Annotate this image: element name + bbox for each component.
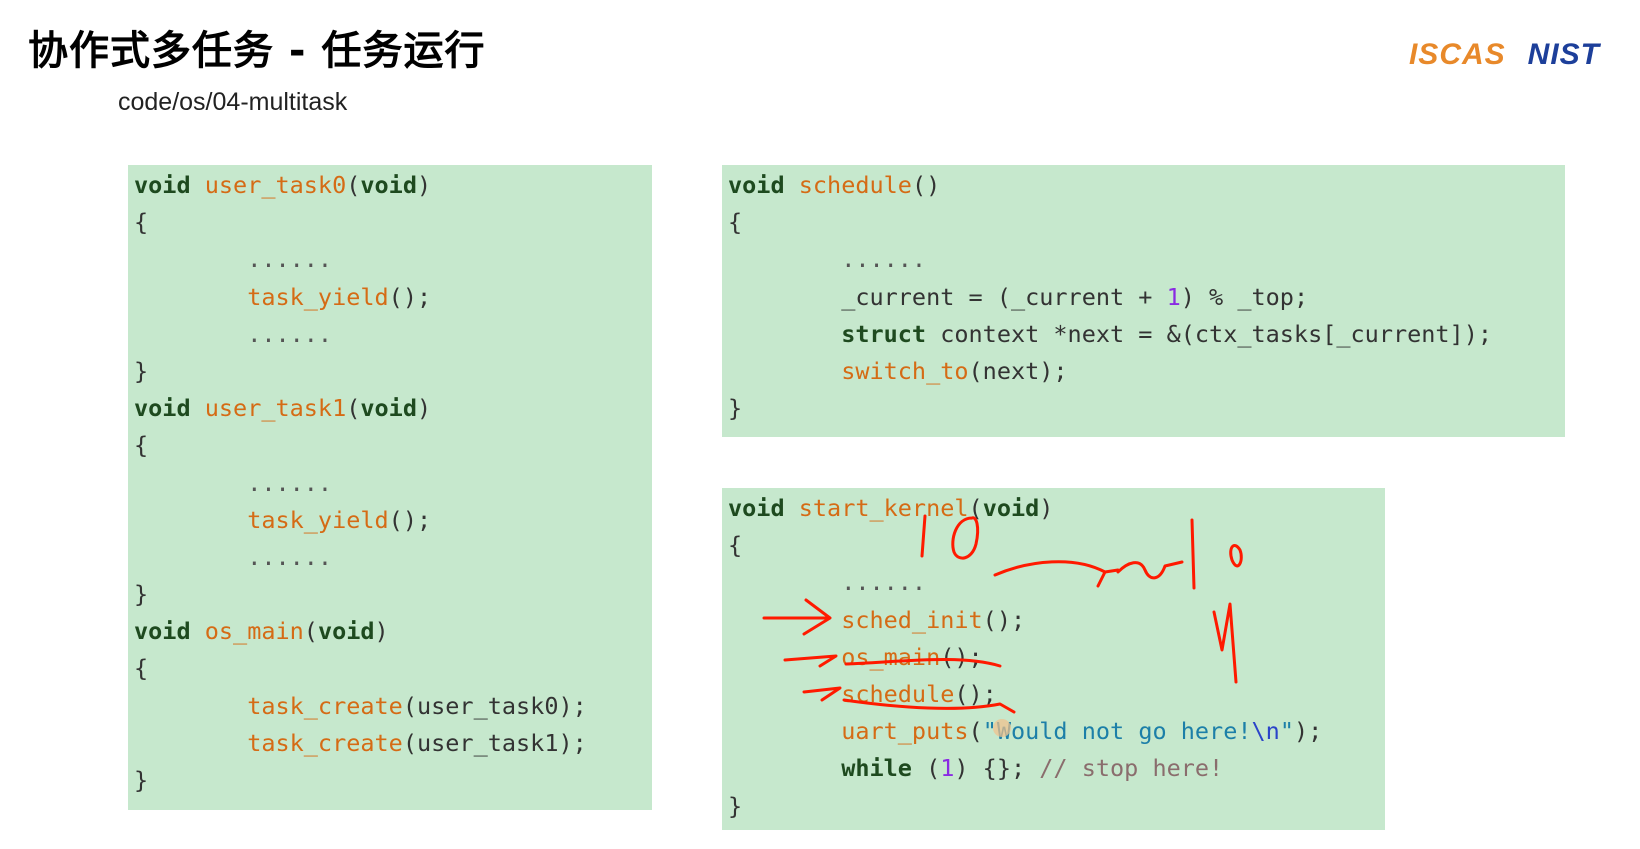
code-block-user-tasks: void user_task0(void){ ...... task_yield… (128, 165, 652, 810)
code-path: code/os/04-multitask (118, 88, 348, 116)
code-block-schedule: void schedule(){ ...... _current = (_cur… (722, 165, 1565, 437)
code-line: void os_main(void) (134, 617, 389, 646)
fn-schedule: schedule (798, 171, 912, 199)
task-create-call: task_create (247, 728, 403, 757)
code-line: void user_task0(void) (134, 171, 432, 199)
os-main-call: os_main (841, 642, 941, 671)
uart-puts-call: uart_puts (841, 717, 969, 746)
code-block-start-kernel: void start_kernel(void){ ...... sched_in… (722, 488, 1385, 830)
iscas-logo: ISCAS (1408, 38, 1506, 71)
fn-user-task0: user_task0 (204, 171, 347, 199)
task-yield-call: task_yield (247, 505, 389, 534)
fn-start-kernel: start_kernel (798, 494, 969, 522)
task-yield-call: task_yield (247, 282, 389, 311)
code-line: void user_task1(void) (134, 394, 432, 423)
switch-to-call: switch_to (841, 356, 969, 385)
nist-logo: NIST (1527, 38, 1600, 71)
fn-os-main: os_main (204, 617, 304, 646)
sched-init-call: sched_init (841, 605, 983, 634)
schedule-call: schedule (841, 679, 955, 708)
logo-group: ISCAS NIST (1409, 30, 1600, 80)
fn-user-task1: user_task1 (204, 394, 347, 423)
task-create-call: task_create (247, 691, 403, 720)
slide-title: 协作式多任务 - 任务运行 (28, 28, 486, 74)
code-comment: // stop here! (1039, 754, 1224, 783)
